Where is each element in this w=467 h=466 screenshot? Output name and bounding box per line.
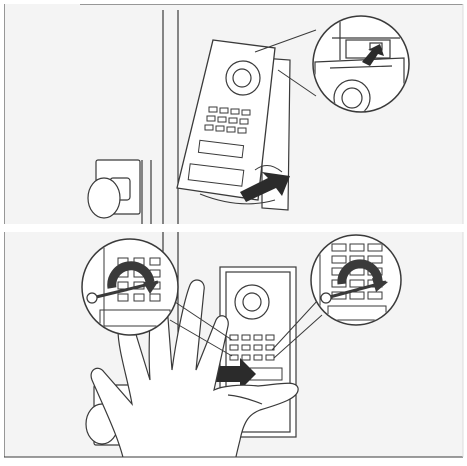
panel-bottom <box>4 232 463 466</box>
panel-divider <box>0 224 467 232</box>
door-handle <box>88 160 140 218</box>
camera-lens-icon <box>226 61 260 95</box>
panel-top <box>4 4 463 224</box>
camera-lens-icon <box>235 285 269 319</box>
